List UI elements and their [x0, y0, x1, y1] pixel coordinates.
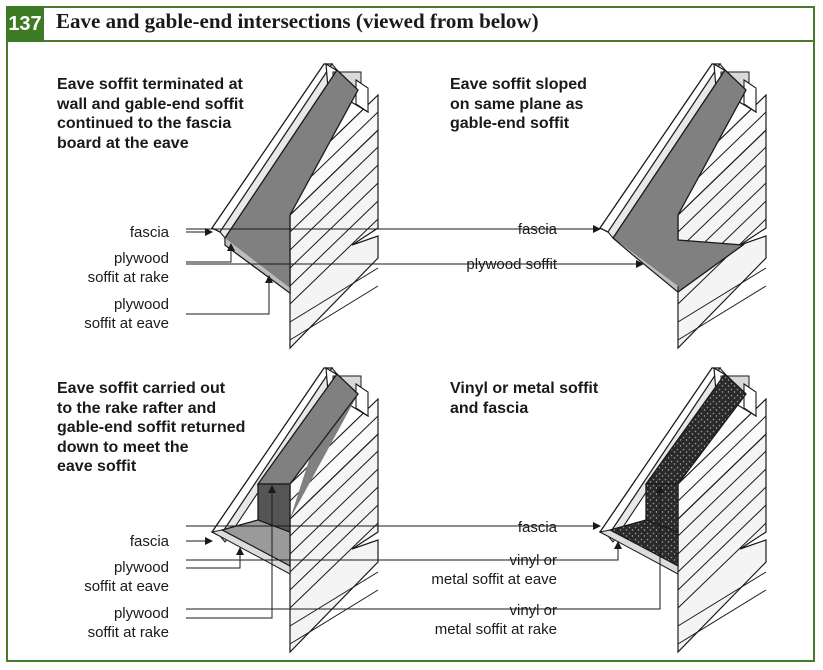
figure-number-badge: 137	[6, 6, 44, 42]
panel-1-heading: Eave soffit terminated at wall and gable…	[57, 76, 244, 152]
figure-title: Eave and gable-end intersections (viewed…	[56, 9, 539, 33]
panel-2-heading: Eave soffit sloped on same plane as gabl…	[450, 76, 587, 132]
panel-4-label-soffit-rake: vinyl or metal soffit at rake	[434, 602, 557, 638]
panel-3-label-soffit-rake: plywood soffit at rake	[87, 605, 169, 641]
panel-1-diagram	[186, 63, 379, 349]
panel-1-label-fascia: fascia	[129, 224, 169, 241]
panel-2-diagram	[186, 63, 767, 349]
panel-4-heading: Vinyl or metal soffit and fascia	[450, 380, 599, 417]
panel-3-diagram	[186, 367, 379, 653]
panel-4-label-fascia: fascia	[517, 519, 557, 536]
panel-1-label-soffit-rake: plywood soffit at rake	[87, 250, 169, 286]
panel-3-heading: Eave soffit carried out to the rake raft…	[57, 380, 246, 475]
panel-3-label-fascia: fascia	[129, 533, 169, 550]
panel-4-diagram	[186, 367, 767, 653]
title-rule	[44, 40, 815, 42]
panel-1-label-soffit-eave: plywood soffit at eave	[84, 296, 169, 332]
panel-3-label-soffit-eave: plywood soffit at eave	[84, 559, 169, 595]
